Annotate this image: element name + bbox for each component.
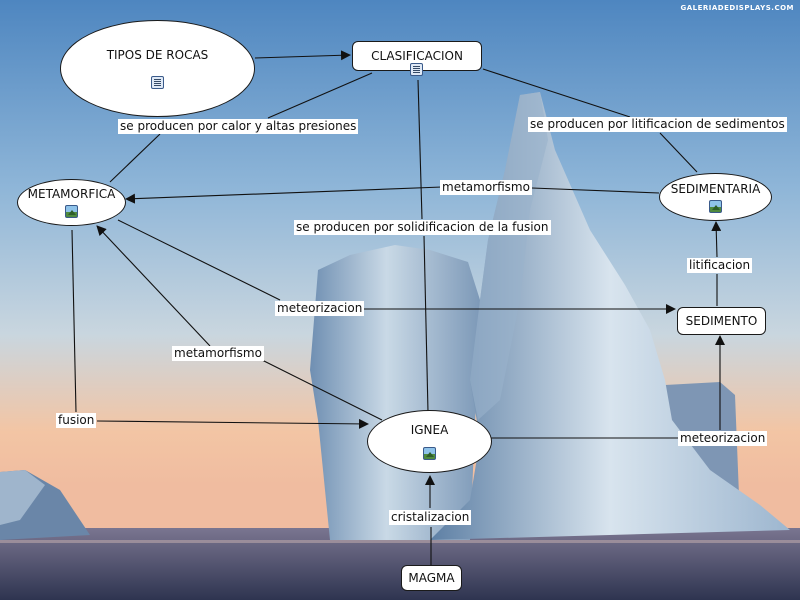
node-sedimentaria[interactable]: SEDIMENTARIA bbox=[659, 173, 772, 221]
resource-image-icon[interactable] bbox=[65, 205, 78, 218]
node-sedimento-label: SEDIMENTO bbox=[685, 314, 758, 328]
resource-image-icon[interactable] bbox=[423, 447, 436, 460]
node-metamorfica[interactable]: METAMORFICA bbox=[17, 179, 126, 226]
link-label-solidificacion: se producen por solidificacion de la fus… bbox=[294, 220, 551, 235]
node-sedimento[interactable]: SEDIMENTO bbox=[677, 307, 766, 335]
link-label-fusion: fusion bbox=[56, 413, 97, 428]
node-clasificacion-label: CLASIFICACION bbox=[371, 49, 463, 63]
resource-doc-icon[interactable] bbox=[410, 63, 423, 76]
node-magma-label: MAGMA bbox=[408, 571, 455, 585]
link-label-metamorfismo-left: metamorfismo bbox=[172, 346, 264, 361]
link-label-meteorizacion-mid: meteorizacion bbox=[275, 301, 365, 316]
link-label-calor: se producen por calor y altas presiones bbox=[118, 119, 359, 134]
link-label-metamorfismo-top: metamorfismo bbox=[440, 180, 532, 195]
node-sedimentaria-label: SEDIMENTARIA bbox=[670, 181, 761, 196]
link-label-litificacion: litificacion bbox=[687, 258, 753, 273]
node-magma[interactable]: MAGMA bbox=[401, 565, 462, 591]
node-ignea[interactable]: IGNEA bbox=[367, 410, 492, 473]
node-tipos-de-rocas[interactable]: TIPOS DE ROCAS bbox=[60, 20, 255, 117]
resource-image-icon[interactable] bbox=[709, 199, 722, 213]
link-label-litificacion-sedimentos: se producen por litificacion de sediment… bbox=[528, 117, 787, 132]
node-tipos-de-rocas-label: TIPOS DE ROCAS bbox=[106, 48, 209, 62]
link-label-cristalizacion: cristalizacion bbox=[389, 510, 472, 525]
node-metamorfica-label: METAMORFICA bbox=[27, 187, 116, 201]
node-ignea-label: IGNEA bbox=[410, 423, 449, 437]
resource-doc-icon[interactable] bbox=[151, 76, 164, 89]
link-label-meteorizacion-right: meteorizacion bbox=[678, 431, 768, 446]
watermark: GALERIADEDISPLAYS.COM bbox=[680, 4, 794, 12]
